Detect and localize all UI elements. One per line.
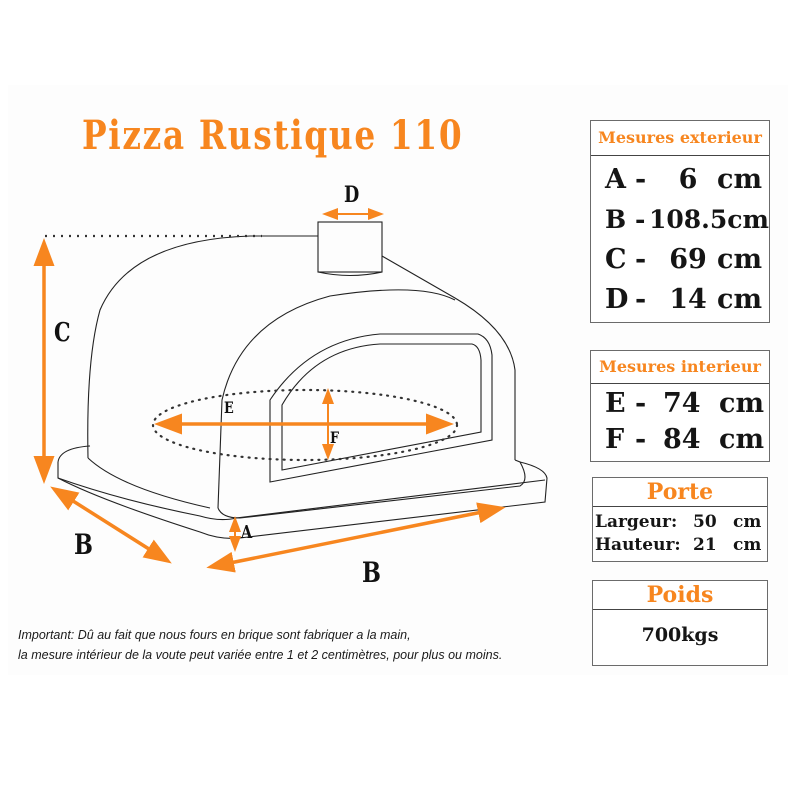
door-header: Porte (593, 478, 767, 507)
exterior-row-d: D - 14 cm (605, 280, 769, 320)
exterior-row-c: C - 69 cm (605, 240, 769, 280)
row-label: Largeur: (595, 512, 678, 532)
interior-row-f: F - 84 cm (605, 422, 769, 458)
exterior-header: Mesures exterieur (591, 121, 769, 156)
disclaimer-note: Important: Dû au fait que nous fours en … (18, 625, 502, 665)
row-unit: cm (717, 284, 763, 315)
page-title: Pizza Rustique 110 (82, 112, 464, 159)
row-value: 6 (678, 164, 698, 195)
row-value: 84 (663, 424, 701, 455)
weight-value: 700kgs (641, 624, 719, 646)
row-letter: F (605, 424, 625, 455)
exterior-measurements-table: Mesures exterieur A - 6 cm B - 108.5 cm … (590, 120, 770, 323)
row-letter: A (605, 164, 626, 195)
label-b-side: B (74, 528, 93, 561)
row-value: 50 (693, 512, 717, 532)
row-value: 74 (663, 388, 701, 419)
row-unit: cm (719, 388, 765, 419)
row-letter: C (605, 244, 627, 275)
note-line-2: la mesure intérieur de la voute peut var… (18, 648, 503, 662)
row-sep: - (635, 205, 646, 234)
row-unit: cm (717, 164, 763, 195)
interior-header: Mesures interieur (591, 351, 769, 384)
row-label: Hauteur: (595, 535, 681, 555)
door-row-width: Largeur: 50 cm (595, 511, 767, 534)
row-sep: - (635, 424, 647, 455)
row-value: 14 (669, 284, 707, 315)
weight-table: Poids 700kgs (592, 580, 768, 666)
row-unit: cm (733, 512, 762, 532)
exterior-row-b: B - 108.5 cm (605, 200, 769, 240)
interior-measurements-table: Mesures interieur E - 74 cm F - 84 cm (590, 350, 770, 462)
interior-row-e: E - 74 cm (605, 386, 769, 422)
label-b-front: B (362, 556, 381, 589)
row-value: 69 (669, 244, 707, 275)
row-unit: cm (719, 424, 765, 455)
row-unit: cm (717, 244, 763, 275)
exterior-row-a: A - 6 cm (605, 160, 769, 200)
row-value: 21 (693, 535, 717, 555)
label-d: D (344, 182, 360, 208)
row-letter: E (605, 388, 626, 419)
row-letter: D (605, 284, 629, 315)
label-c: C (54, 318, 71, 348)
row-unit: cm (727, 205, 769, 234)
row-value: 108.5 (649, 205, 728, 234)
door-row-height: Hauteur: 21 cm (595, 534, 767, 557)
row-unit: cm (733, 535, 762, 555)
row-letter: B (605, 205, 627, 234)
door-table: Porte Largeur: 50 cm Hauteur: 21 cm (592, 477, 768, 562)
label-f: F (330, 428, 340, 447)
row-sep: - (635, 388, 647, 419)
row-sep: - (635, 244, 647, 275)
label-e: E (224, 398, 234, 417)
weight-header: Poids (593, 581, 767, 610)
note-line-1: Important: Dû au fait que nous fours en … (18, 628, 411, 642)
row-sep: - (635, 284, 647, 315)
row-sep: - (635, 164, 647, 195)
label-a: A (241, 522, 253, 543)
